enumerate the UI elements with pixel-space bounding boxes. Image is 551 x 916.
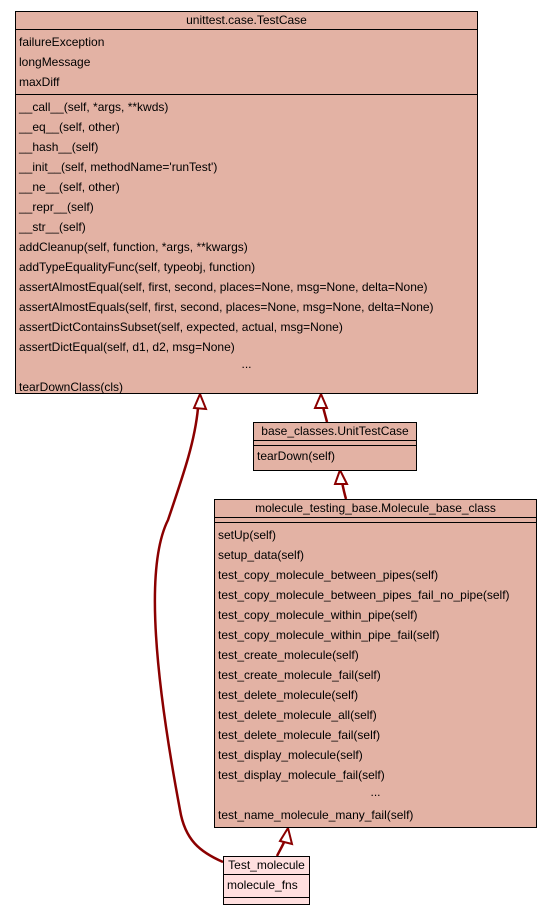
method: assertDictContainsSubset(self, expected,… (19, 320, 343, 334)
attributes-section (215, 518, 536, 523)
method: assertAlmostEqual(self, first, second, p… (19, 280, 428, 294)
method: test_copy_molecule_within_pipe(self) (218, 608, 418, 622)
method: tearDown(self) (257, 449, 336, 463)
method: __call__(self, *args, **kwds) (19, 100, 169, 114)
method: test_create_molecule(self) (218, 648, 359, 662)
methods-ellipsis: ... (370, 785, 381, 799)
method: __init__(self, methodName='runTest') (19, 160, 218, 174)
arrowhead-testmolecule-to-testcase (192, 391, 208, 411)
methods-ellipsis: ... (241, 357, 252, 371)
method: addCleanup(self, function, *args, **kwar… (19, 240, 248, 254)
method: test_display_molecule(self) (218, 748, 363, 762)
methods-section: tearDown(self) (254, 446, 416, 468)
attribute: longMessage (19, 55, 91, 69)
method: __eq__(self, other) (19, 120, 120, 134)
arrowhead-unittestcase-to-testcase (313, 391, 329, 409)
method: __hash__(self) (19, 140, 99, 154)
method: __ne__(self, other) (19, 180, 120, 194)
method: test_create_molecule_fail(self) (218, 668, 381, 682)
method: test_copy_molecule_between_pipes(self) (218, 568, 439, 582)
method: assertDictEqual(self, d1, d2, msg=None) (19, 340, 235, 354)
arrowhead-testmolecule-to-moleculebase (278, 825, 294, 846)
attribute: maxDiff (19, 75, 60, 89)
method: test_delete_molecule_fail(self) (218, 728, 381, 742)
methods-section (224, 898, 309, 902)
method: test_copy_molecule_between_pipes_fail_no… (218, 588, 510, 602)
arrowhead-moleculebase-to-unittestcase (333, 467, 349, 485)
edge-testmolecule-to-testcase (153, 407, 224, 864)
method: setUp(self) (218, 528, 277, 542)
method: test_display_molecule_fail(self) (218, 768, 385, 782)
class-title: unittest.case.TestCase (16, 12, 477, 30)
method: test_delete_molecule(self) (218, 688, 359, 702)
method: __repr__(self) (19, 200, 94, 214)
method: assertAlmostEquals(self, first, second, … (19, 300, 434, 314)
method: test_name_molecule_many_fail(self) (218, 808, 414, 822)
method: test_delete_molecule_all(self) (218, 708, 377, 722)
class-title: molecule_testing_base.Molecule_base_clas… (215, 500, 536, 518)
method: addTypeEqualityFunc(self, typeobj, funct… (19, 260, 256, 274)
attributes-section: failureException longMessage maxDiff (16, 30, 477, 95)
method: test_copy_molecule_within_pipe_fail(self… (218, 628, 440, 642)
attributes-section: molecule_fns (224, 875, 309, 898)
class-testcase[interactable]: unittest.case.TestCase failureException … (15, 11, 478, 394)
attribute: failureException (19, 35, 105, 49)
methods-section: __call__(self, *args, **kwds) __eq__(sel… (16, 95, 477, 399)
method: setup_data(self) (218, 548, 305, 562)
method: tearDownClass(cls) (19, 380, 124, 394)
class-molecule-base[interactable]: molecule_testing_base.Molecule_base_clas… (214, 499, 537, 828)
class-title: Test_molecule (224, 857, 309, 875)
attribute: molecule_fns (227, 878, 298, 892)
methods-section: setUp(self) setup_data(self) test_copy_m… (215, 523, 536, 827)
class-test-molecule[interactable]: Test_molecule molecule_fns (223, 856, 310, 905)
attributes-section (254, 441, 416, 446)
class-title: base_classes.UnitTestCase (254, 423, 416, 441)
class-unittestcase[interactable]: base_classes.UnitTestCase tearDown(self) (253, 422, 417, 471)
method: __str__(self) (19, 220, 86, 234)
